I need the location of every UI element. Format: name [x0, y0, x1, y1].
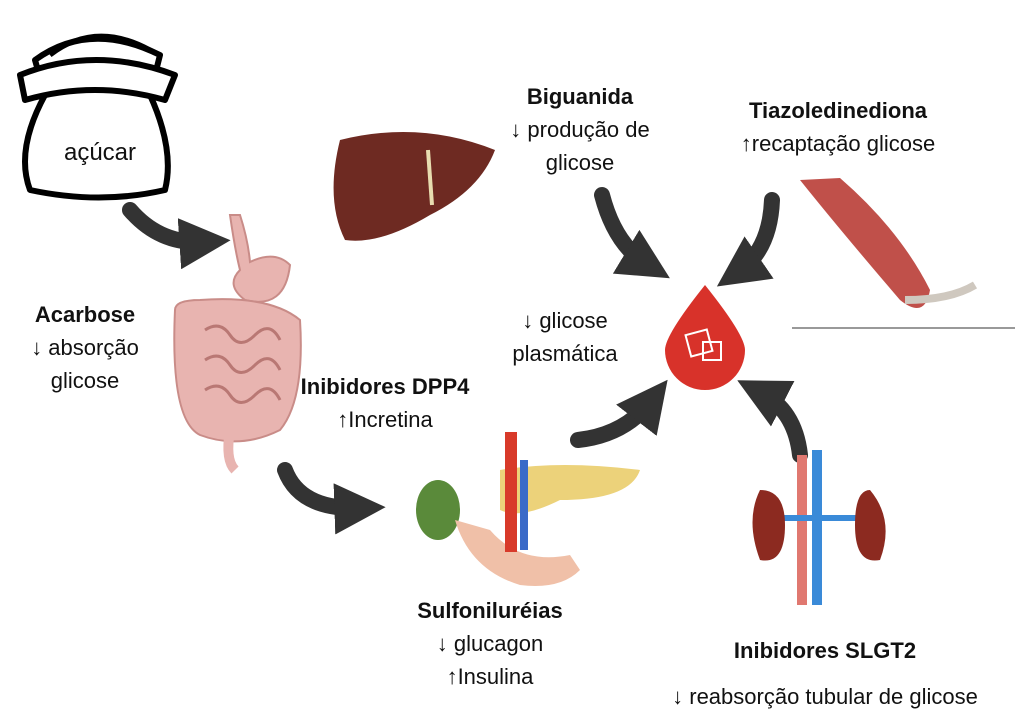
- kidneys-icon: [752, 450, 886, 605]
- biguanida-effect: ↓ produção de: [510, 117, 650, 142]
- slgt2-label: Inibidores SLGT2 ↓ reabsorção tubular de…: [672, 628, 978, 711]
- slgt2-effect: ↓ reabsorção tubular de glicose: [672, 684, 978, 709]
- center-label: ↓ glicose plasmática: [512, 304, 617, 370]
- digestive-tract-icon: [173, 214, 302, 474]
- center-line-1: ↓ glicose: [522, 308, 608, 333]
- arrow-muscle-to-blood: [716, 192, 780, 287]
- blood-drop-icon: [665, 285, 745, 390]
- biguanida-effect-2: glicose: [545, 150, 615, 175]
- pancreas-icon: [416, 432, 640, 586]
- sulfonilureias-effect-2: ↑Insulina: [446, 664, 534, 689]
- biguanida-label: Biguanida ↓ produção de glicose: [510, 80, 649, 179]
- acarbose-title: Acarbose: [34, 302, 136, 327]
- sulfonilureias-title: Sulfoniluréias: [417, 598, 563, 623]
- acarbose-effect: ↓ absorção: [31, 335, 139, 360]
- arrow-pancreas-to-blood: [570, 379, 668, 448]
- arrow-gut-to-pancreas: [277, 462, 386, 535]
- biguanida-title: Biguanida: [526, 84, 634, 109]
- tiazolidinediona-title: Tiazoledinediona: [748, 98, 928, 123]
- dpp4-label: Inibidores DPP4 ↑Incretina: [301, 370, 470, 436]
- sugar-sack-icon: [17, 33, 178, 201]
- acarbose-label: Acarbose ↓ absorção glicose: [31, 298, 139, 397]
- arrow-kidney-to-blood: [737, 380, 808, 463]
- muscle-icon: [790, 175, 1015, 330]
- tiazolidinediona-effect: ↑recaptação glicose: [740, 131, 936, 156]
- slgt2-title: Inibidores SLGT2: [733, 638, 917, 663]
- dpp4-effect: ↑Incretina: [337, 407, 433, 432]
- dpp4-title: Inibidores DPP4: [300, 374, 470, 399]
- sack-label: açúcar: [63, 139, 137, 166]
- arrow-liver-to-blood: [594, 187, 670, 279]
- sulfonilureias-effect: ↓ glucagon: [436, 631, 544, 656]
- sulfonilureias-label: Sulfoniluréias ↓ glucagon ↑Insulina: [417, 594, 562, 693]
- center-line-2: plasmática: [512, 341, 618, 366]
- tiazolidinediona-label: Tiazoledinediona ↑recaptação glicose: [741, 94, 935, 160]
- acarbose-effect-2: glicose: [50, 368, 120, 393]
- liver-icon: [333, 132, 495, 241]
- arrow-sugar-to-gut: [122, 202, 231, 270]
